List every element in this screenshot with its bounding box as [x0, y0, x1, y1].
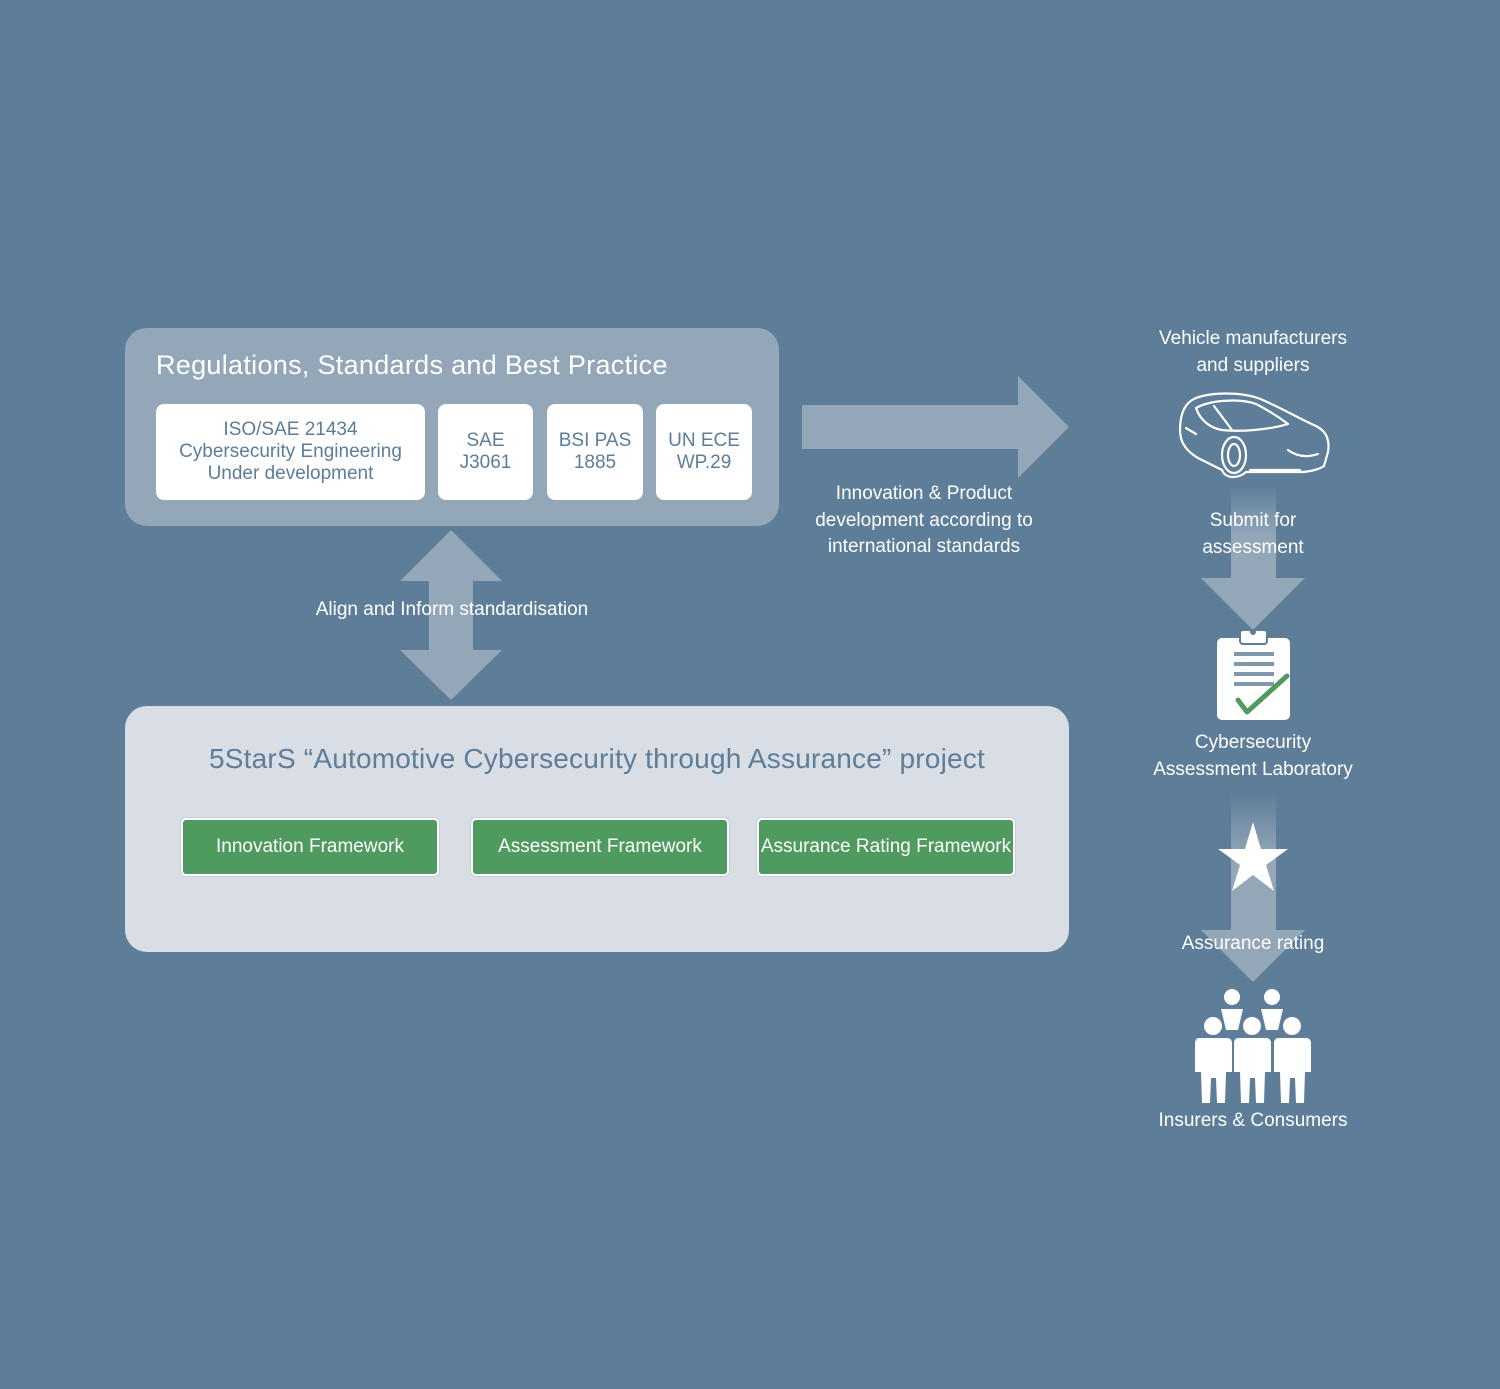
assurance-rating-label: Assurance rating [1181, 933, 1325, 954]
standard-line: ISO/SAE 21434 [223, 419, 358, 440]
standard-line: UN ECE [668, 430, 740, 451]
manufacturers-line: Vehicle manufacturers [1159, 328, 1347, 349]
people-group-icon [1195, 989, 1311, 1103]
standard-un-ece-wp29: UN ECE WP.29 [656, 404, 752, 500]
car-icon [1178, 392, 1330, 479]
regulations-title: Regulations, Standards and Best Practice [156, 350, 668, 380]
clipboard-check-icon [1217, 629, 1290, 720]
standard-line: Cybersecurity Engineering [179, 441, 402, 462]
double-arrow [400, 530, 502, 700]
align-label: Align and Inform standardisation [315, 599, 589, 620]
standard-line: WP.29 [676, 452, 732, 473]
standard-sae-j3061: SAE J3061 [438, 404, 533, 500]
submit-line: Submit for [1209, 510, 1297, 531]
innovation-line: development according to [815, 509, 1033, 531]
submit-line: assessment [1202, 536, 1304, 558]
laboratory-line: Cybersecurity [1194, 732, 1312, 753]
project-panel: 5StarS “Automotive Cybersecurity through… [125, 706, 1069, 952]
laboratory-label: Cybersecurity Assessment Laboratory [1133, 730, 1373, 783]
manufacturers-line: and suppliers [1196, 354, 1310, 376]
innovation-line: Innovation & Product [835, 483, 1013, 504]
consumers-label: Insurers & Consumers [1158, 1110, 1348, 1131]
star-icon [1218, 822, 1288, 891]
standard-line: BSI PAS [558, 430, 632, 451]
standard-line: J3061 [459, 452, 512, 473]
standard-bsi-pas-1885: BSI PAS 1885 [547, 404, 643, 500]
down-arrow-rating [1201, 792, 1305, 982]
innovation-framework-button[interactable]: Innovation Framework [181, 818, 439, 876]
standard-iso-sae-21434: ISO/SAE 21434 Cybersecurity Engineering … [156, 404, 425, 500]
standard-line: Under development [207, 463, 374, 484]
manufacturers-label: Vehicle manufacturers and suppliers [1133, 326, 1373, 379]
submit-label: Submit for assessment [1173, 508, 1333, 561]
laboratory-line: Assessment Laboratory [1153, 758, 1353, 780]
assessment-framework-button[interactable]: Assessment Framework [471, 818, 729, 876]
standard-line: 1885 [573, 452, 617, 473]
project-title: 5StarS “Automotive Cybersecurity through… [209, 743, 985, 774]
right-arrow [802, 376, 1069, 478]
assurance-rating-framework-button[interactable]: Assurance Rating Framework [757, 818, 1015, 876]
innovation-line: international standards [827, 536, 1021, 557]
regulations-panel: Regulations, Standards and Best Practice… [125, 328, 779, 526]
standard-line: SAE [466, 430, 505, 451]
down-arrow-submit [1201, 486, 1305, 630]
innovation-label: Innovation & Product development accordi… [790, 481, 1058, 561]
